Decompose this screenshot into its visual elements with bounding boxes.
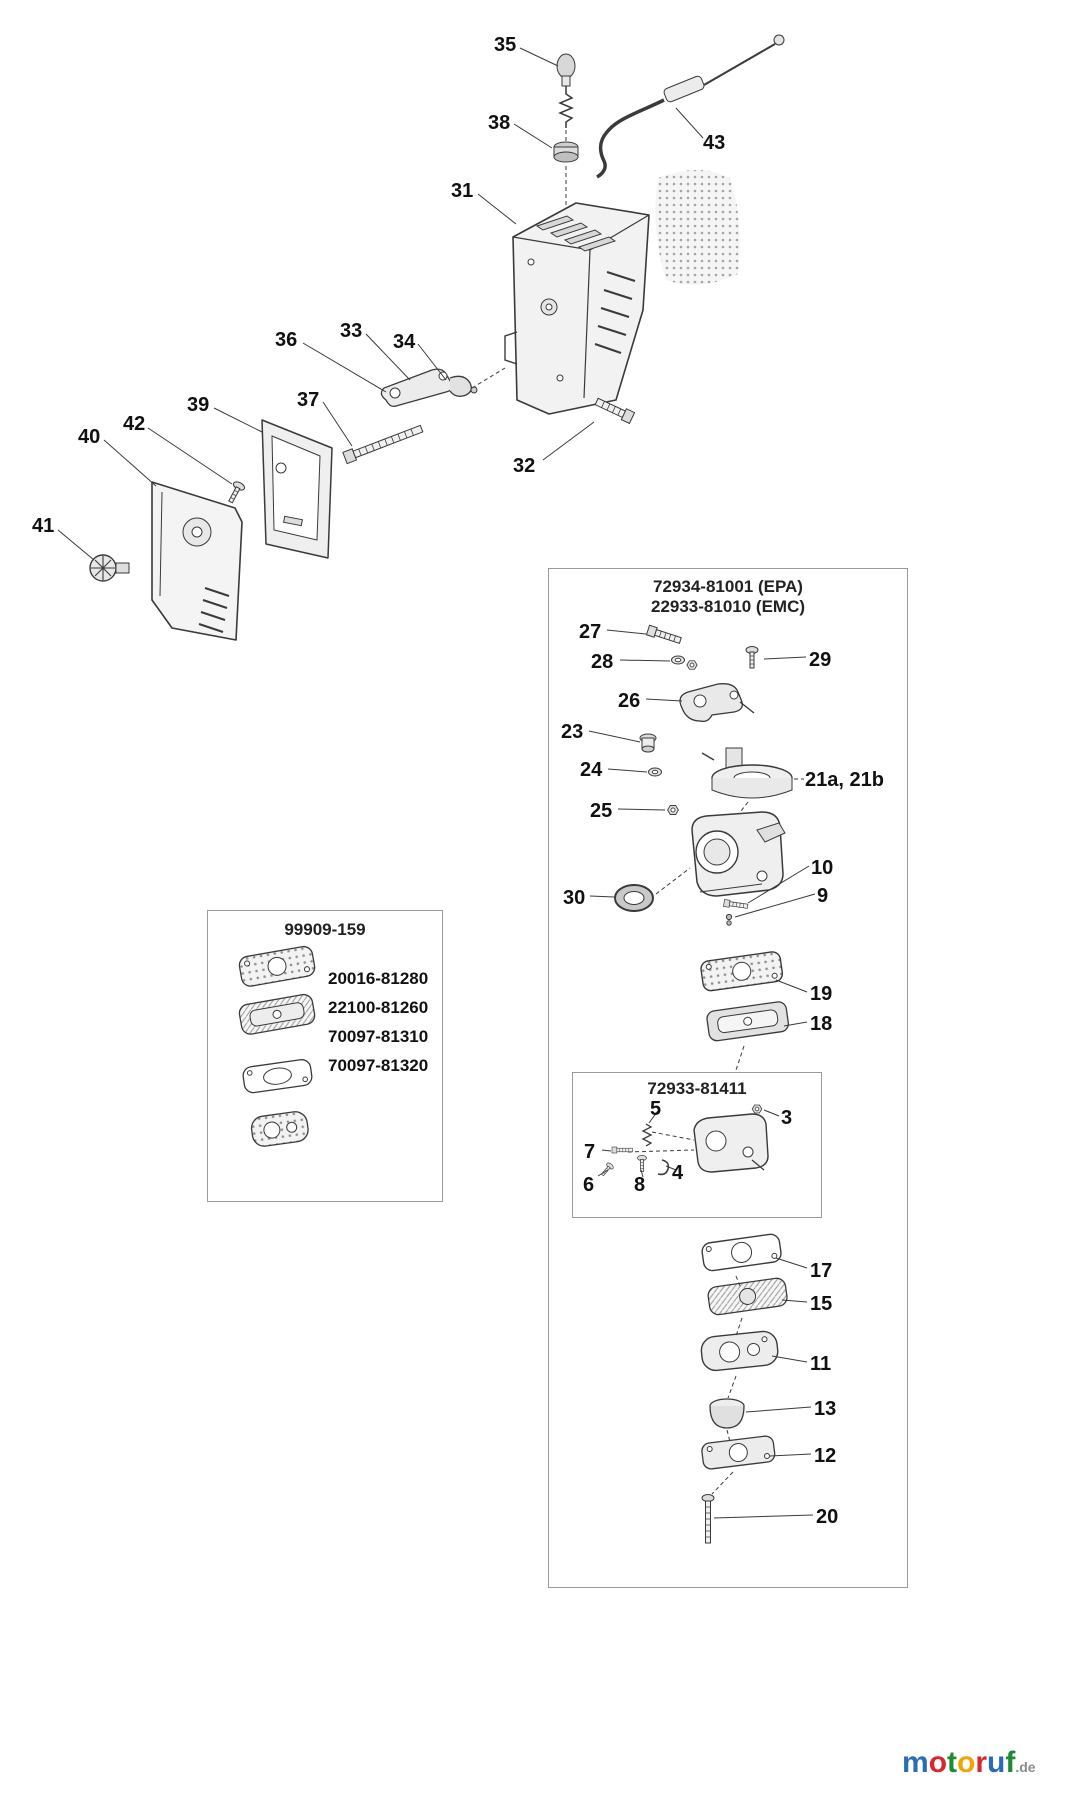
pump-screw-20: [701, 1494, 715, 1544]
callout-35: 35: [494, 34, 517, 56]
carb-sub-assembly-box: 72933-81411: [572, 1072, 822, 1218]
motoruf-watermark: motoruf.de: [902, 1748, 1036, 1778]
throttle-rod: [556, 53, 576, 128]
choke-shaft-part: [639, 733, 657, 753]
callout-29: 29: [809, 649, 832, 671]
callout-5: 5: [650, 1098, 662, 1120]
assembly-number-emc: 22933-81010 (EMC): [650, 597, 806, 617]
callout-17: 17: [810, 1260, 833, 1282]
callout-18: 18: [810, 1013, 833, 1035]
logo-letter: o: [928, 1746, 948, 1779]
callout-43: 43: [703, 132, 726, 154]
callout-25: 25: [590, 800, 613, 822]
leader-lines-top: [57, 47, 704, 561]
logo-suffix: .de: [1015, 1759, 1036, 1775]
callout-42: 42: [123, 413, 146, 435]
metering-plate-18: [706, 1001, 790, 1042]
callout-23: 23: [561, 721, 584, 743]
cable-grommet: [553, 141, 579, 163]
callout-30: 30: [563, 887, 586, 909]
callout-20: 20: [816, 1506, 839, 1528]
ghost-cylinder: [655, 170, 740, 285]
clip-4: [657, 1159, 670, 1176]
kit-diaphragm-b: [238, 993, 316, 1035]
part-number-item: 22100-81260: [328, 998, 429, 1017]
callout-40: 40: [78, 426, 101, 448]
callout-27: 27: [579, 621, 602, 643]
throttle-cam: [679, 683, 755, 723]
callout-8: 8: [634, 1174, 646, 1196]
sub-assembly-number: 72933-81411: [647, 1079, 747, 1098]
callout-41: 41: [32, 515, 55, 537]
logo-letter: t: [947, 1746, 958, 1779]
logo-letter: m: [902, 1746, 929, 1779]
callout-36: 36: [275, 329, 298, 351]
carb-main-body: [691, 811, 786, 897]
callout-33: 33: [340, 320, 363, 342]
carb-upper-body: [701, 747, 793, 799]
stack-axis-lines: [711, 1275, 743, 1495]
callout-4: 4: [672, 1162, 684, 1184]
callout-7: 7: [584, 1141, 596, 1163]
logo-letter: f: [1005, 1746, 1016, 1779]
callout-12: 12: [814, 1445, 837, 1467]
callout-37: 37: [297, 389, 320, 411]
primer-cup-13: [709, 1398, 745, 1429]
callout-19: 19: [810, 983, 833, 1005]
callout-28: 28: [591, 651, 614, 673]
callout-24: 24: [580, 759, 603, 781]
spring-5: [641, 1123, 653, 1147]
filter-screw: [342, 424, 424, 465]
pump-gasket-17: [701, 1233, 782, 1272]
logo-letter: r: [975, 1746, 988, 1779]
leader-lines-right: [588, 629, 816, 1519]
engine-cover: [504, 202, 650, 415]
gasket-kit-box: 99909-159 20016-81280 22100-81260 70097-…: [207, 910, 443, 1202]
callout-34: 34: [393, 331, 416, 353]
o-ring: [614, 884, 654, 912]
metering-diaphragm-19: [700, 951, 784, 992]
callout-15: 15: [810, 1293, 833, 1315]
callout-13: 13: [814, 1398, 837, 1420]
cover-screw: [594, 397, 636, 425]
callout-39: 39: [187, 394, 210, 416]
assembly-number-epa: 72934-81001 (EPA): [653, 577, 803, 596]
part-number-item: 70097-81310: [328, 1027, 429, 1046]
callout-10: 10: [811, 857, 834, 879]
logo-letter: o: [957, 1746, 976, 1779]
lever-clip: [449, 375, 478, 397]
air-filter-plate: [261, 419, 333, 559]
cover-knob: [89, 554, 130, 582]
logo-letter: u: [987, 1746, 1006, 1779]
callout-6: 6: [583, 1174, 595, 1196]
pump-body-11: [700, 1330, 779, 1372]
gasket-kit-number: 99909-159: [284, 920, 366, 939]
callout-38: 38: [488, 112, 511, 134]
kit-gasket-c: [242, 1059, 313, 1094]
pump-plate-12: [701, 1435, 776, 1470]
part-number-item: 70097-81320: [328, 1056, 429, 1075]
callout-31: 31: [451, 180, 474, 202]
callout-21a-21b: 21a, 21b: [805, 769, 884, 791]
carb-assembly-box: 72934-81001 (EPA) 22933-81010 (EMC): [548, 568, 908, 1588]
callout-11: 11: [810, 1353, 832, 1375]
carb-sub-body: [693, 1113, 769, 1173]
kit-diaphragm-a: [238, 945, 316, 987]
gasket-kit-part-list: 20016-81280 22100-81260 70097-81310 7009…: [328, 969, 428, 1076]
part-number-item: 20016-81280: [328, 969, 429, 988]
kit-pump-d: [250, 1111, 309, 1147]
throttle-cable: [596, 34, 785, 179]
ball-9: [725, 913, 733, 926]
air-cleaner-cover: [151, 481, 243, 641]
callout-9: 9: [817, 885, 829, 907]
plate-screw: [224, 479, 247, 506]
callout-26: 26: [618, 690, 641, 712]
pump-diaphragm-15: [707, 1277, 788, 1316]
callout-3: 3: [781, 1107, 793, 1129]
callout-32: 32: [513, 455, 536, 477]
